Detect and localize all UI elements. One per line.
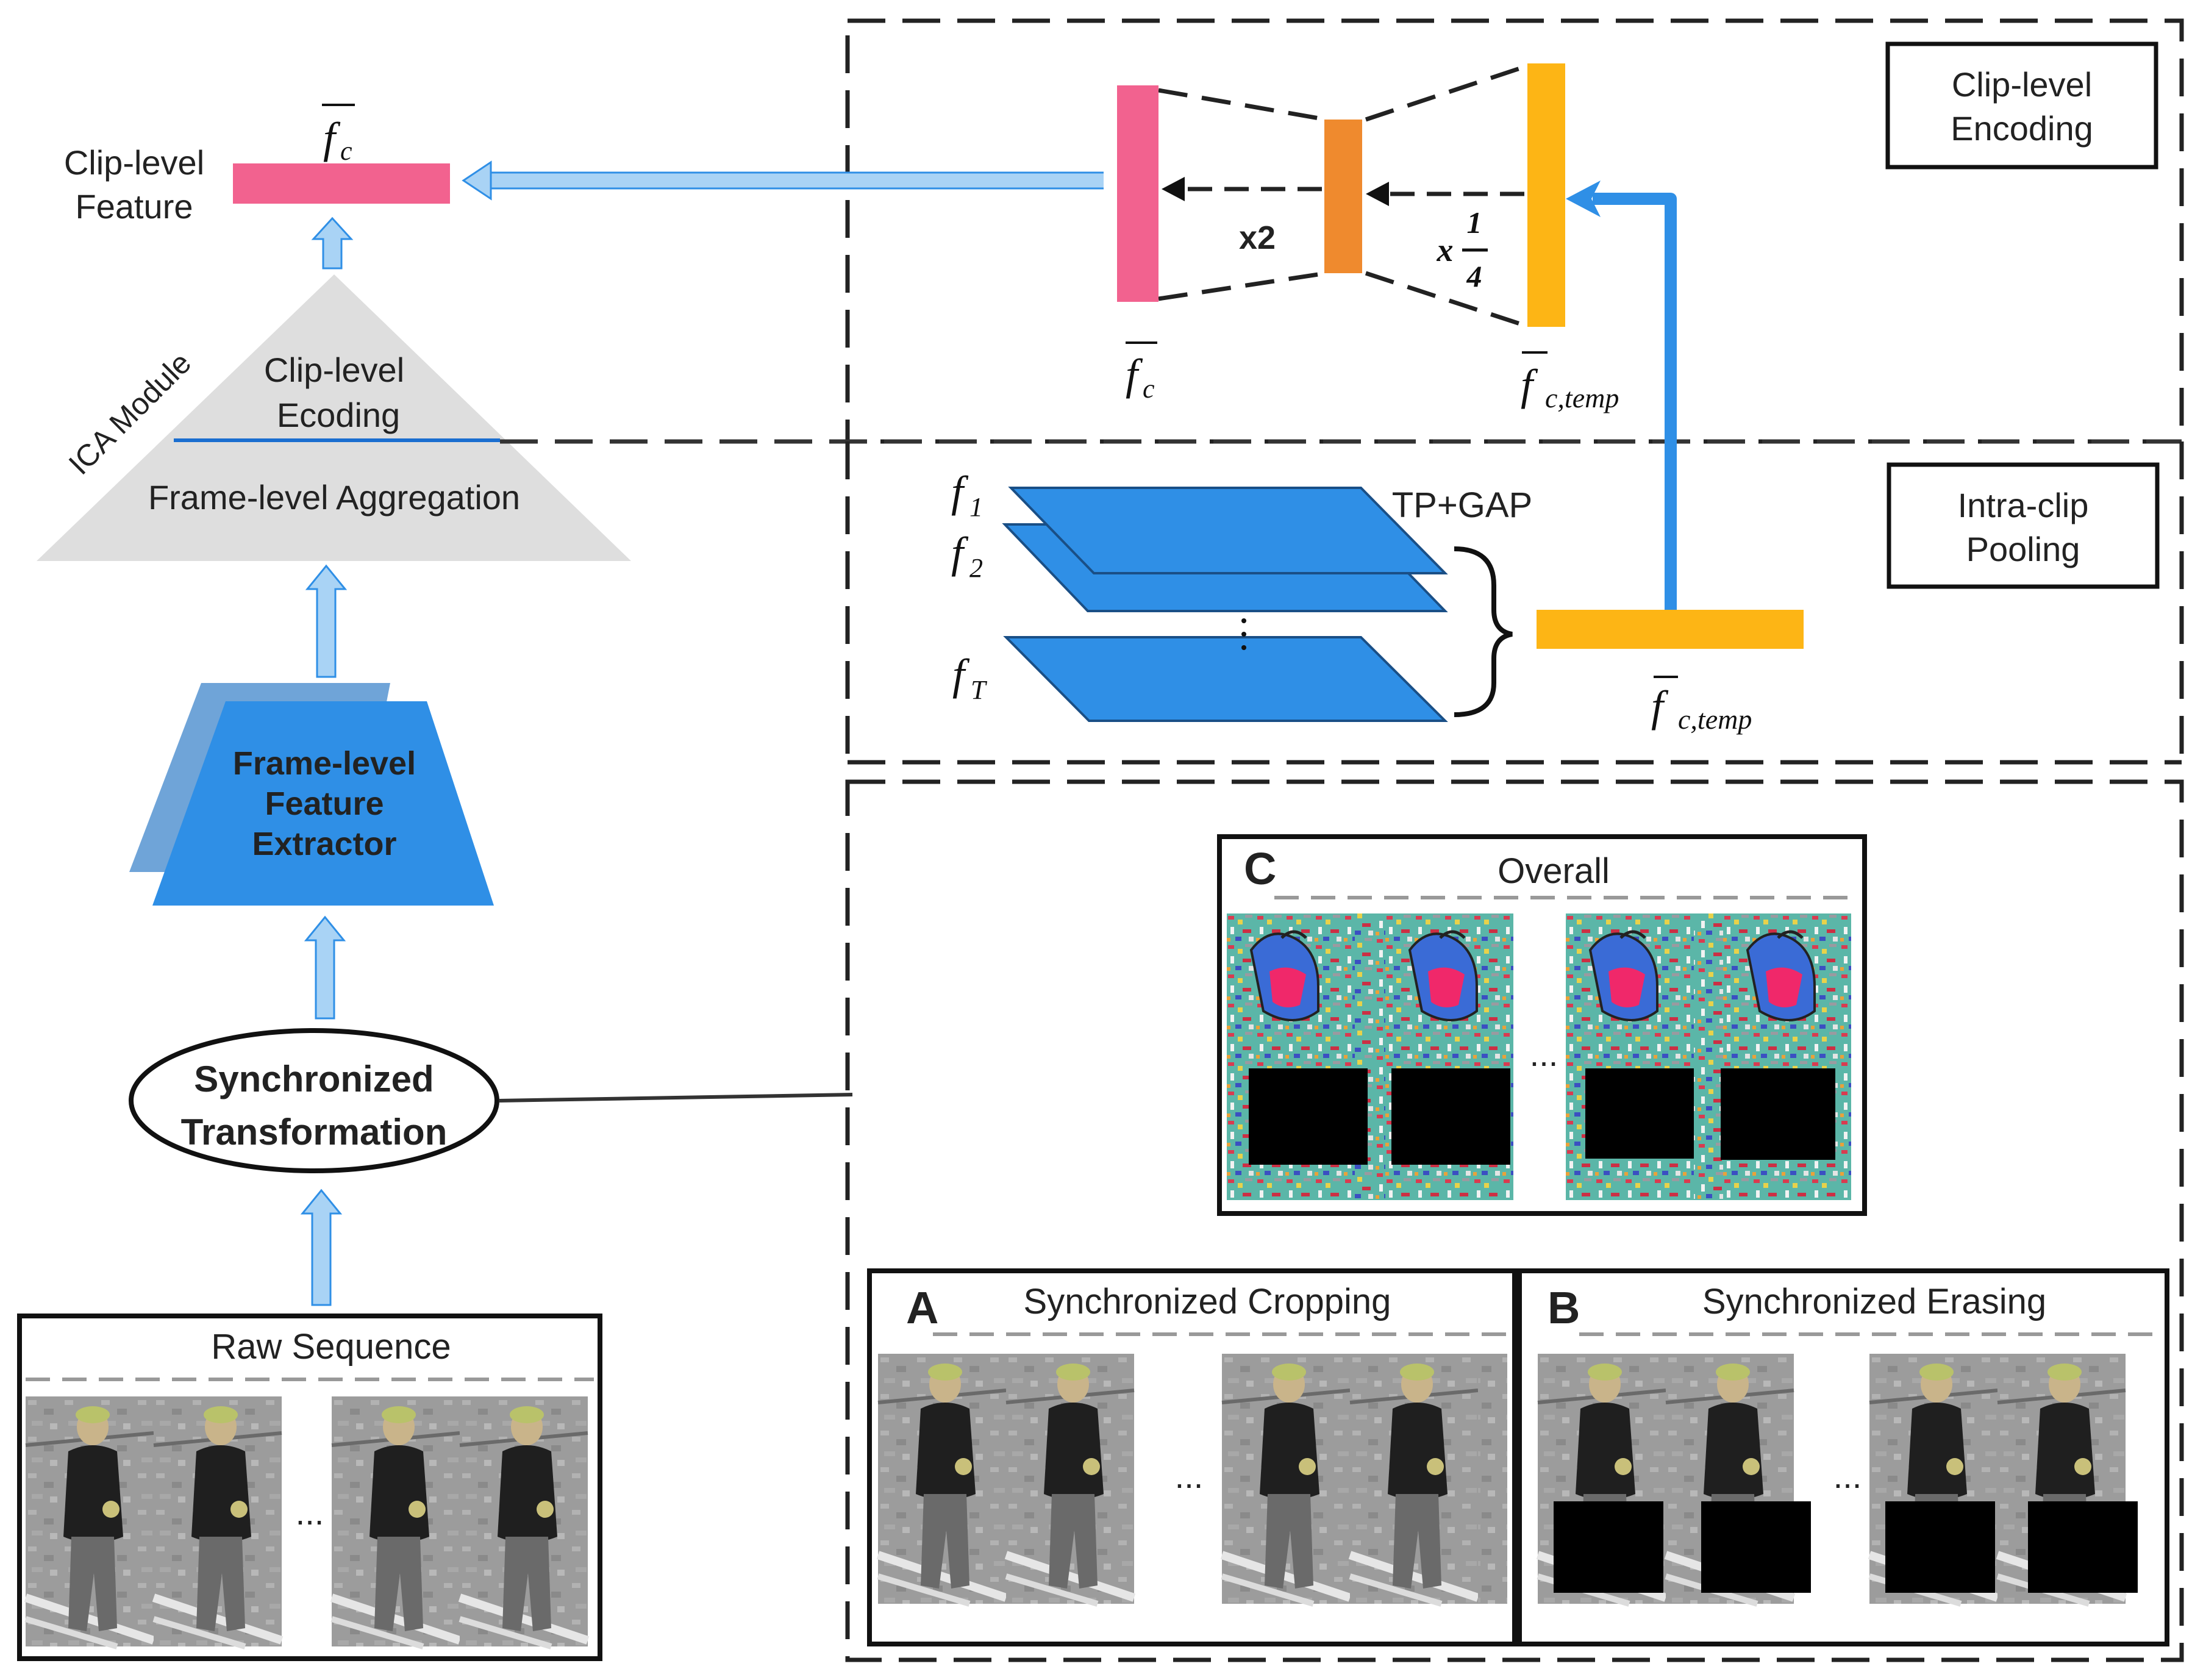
encoding-mid-bar	[1324, 120, 1362, 273]
pool-ftemp-subscript: c,temp	[1678, 704, 1752, 735]
raw-ellipsis: ...	[296, 1493, 324, 1532]
enc-ftemp-subscript: c,temp	[1545, 382, 1619, 413]
f1-subscript: 1	[969, 492, 983, 522]
overall-ellipsis: ...	[1530, 1035, 1558, 1073]
scale-quarter-num: 1	[1467, 206, 1482, 240]
pooling-label-line2: Pooling	[1966, 530, 2080, 568]
pooling-label-box	[1887, 462, 2160, 589]
synchronized-transformation	[129, 1028, 499, 1173]
panel-a-letter: A	[906, 1282, 938, 1333]
erase-block-2	[1391, 1068, 1510, 1165]
pooling-brace	[1454, 546, 1513, 717]
scale-quarter-x: x	[1437, 232, 1454, 268]
pooling-label-line1: Intra-clip	[1958, 486, 2089, 524]
f2-subscript: 2	[969, 553, 983, 583]
enc-fc-subscript: c	[1143, 374, 1155, 404]
raw-frame-2	[154, 1396, 282, 1646]
light-arrow-head	[462, 160, 492, 201]
sync-line2: Transformation	[181, 1112, 448, 1153]
raw-sequence-title: Raw Sequence	[211, 1327, 451, 1367]
extractor-line1: Frame-level	[233, 745, 416, 782]
erase-b-block-1	[1554, 1501, 1663, 1593]
fc-symbol: f	[323, 113, 341, 162]
panel-c-title: Overall	[1498, 851, 1610, 891]
frame-aggregation-label: Frame-level Aggregation	[148, 478, 520, 517]
extractor-line3: Extractor	[252, 826, 396, 862]
ica-module-triangle	[37, 274, 631, 561]
fT-subscript: T	[971, 675, 988, 705]
sync-connector	[498, 1093, 853, 1103]
crop-frame-1	[878, 1354, 1006, 1604]
scale-quarter-den: 4	[1466, 259, 1482, 293]
clip-feature-label-line2: Feature	[76, 187, 193, 226]
raw-frame-1	[26, 1396, 154, 1646]
panel-a-title: Synchronized Cropping	[1024, 1282, 1391, 1321]
feature-map-fT	[1003, 636, 1448, 722]
encoding-ftemp-bar	[1527, 63, 1565, 327]
crop-ellipsis: ...	[1175, 1457, 1204, 1495]
bottleneck-top-right	[1365, 63, 1529, 122]
map-dot-2	[1241, 632, 1246, 637]
augment-dashed-frame	[845, 779, 2184, 1662]
fT-symbol: f	[952, 650, 970, 699]
erase-b-block-2	[1701, 1501, 1811, 1593]
pool-to-encoding-arrowhead	[1566, 181, 1601, 217]
clip-level-feature-bar	[233, 163, 450, 204]
erase-ellipsis: ...	[1833, 1457, 1862, 1495]
pool-to-encoding-arrow	[1593, 193, 1677, 610]
clip-level-encoding-section: Clip-level Encoding x2 x 1 4 f c f c,tem…	[462, 18, 2184, 444]
encoding-label-box	[1885, 41, 2158, 170]
pooled-ftemp-bar	[1537, 610, 1804, 649]
clip-encoding-line1: Clip-level	[264, 351, 404, 389]
f1-symbol: f	[951, 467, 969, 516]
pool-ftemp-symbol: f	[1651, 682, 1669, 731]
panel-c-letter: C	[1244, 843, 1276, 894]
encoding-label-line1: Clip-level	[1952, 65, 2092, 104]
f2-symbol: f	[951, 528, 969, 577]
crop-frame-3	[1222, 1354, 1350, 1604]
arrow-up-to-ica	[305, 564, 348, 678]
extractor-line2: Feature	[265, 785, 384, 822]
dashed-arrow-x2-head	[1162, 177, 1185, 201]
augmentation-section: C Overall ... A Synchronized Cropping ..…	[845, 779, 2184, 1662]
arrow-up-to-sync	[300, 1189, 343, 1306]
map-dot-3	[1241, 645, 1246, 650]
arrow-up-to-extractor	[304, 915, 346, 1020]
erase-block-3	[1585, 1068, 1694, 1159]
frame-level-feature-extractor	[152, 701, 494, 906]
bottleneck-bottom-left	[1158, 271, 1327, 301]
raw-frame-3	[332, 1396, 460, 1646]
map-dot-1	[1241, 618, 1246, 623]
panel-b-letter: B	[1548, 1282, 1580, 1333]
crop-frame-4-pad	[1478, 1354, 1507, 1604]
panel-b-title: Synchronized Erasing	[1702, 1282, 2046, 1321]
encoding-fc-bar	[1117, 85, 1158, 302]
erase-block-1	[1249, 1068, 1368, 1165]
feature-map-f1	[1008, 487, 1448, 574]
enc-ftemp-symbol: f	[1521, 360, 1538, 409]
erase-block-4	[1721, 1068, 1835, 1160]
arrow-up-to-feature	[311, 216, 354, 270]
dashed-arrow-quarter-head	[1366, 182, 1389, 206]
clip-feature-label-line1: Clip-level	[64, 143, 204, 182]
bottleneck-bottom-right	[1365, 271, 1529, 329]
crop-frame-4	[1350, 1354, 1478, 1604]
overall-frame-4-edge	[1694, 913, 1723, 1200]
sync-line1: Synchronized	[194, 1059, 434, 1099]
intra-clip-pooling-section: Intra-clip Pooling f 1 f 2 f T TP+GAP f …	[845, 181, 2184, 765]
erase-b-block-3	[1885, 1501, 1995, 1593]
crop-frame-2	[1006, 1354, 1134, 1604]
raw-frame-4	[460, 1396, 588, 1646]
encoding-label-line2: Encoding	[1951, 109, 2093, 148]
erase-b-block-4	[2028, 1501, 2138, 1593]
bottleneck-top-left	[1158, 88, 1327, 122]
scale-x2-label: x2	[1239, 220, 1276, 256]
left-pipeline: Clip-level Feature f c ICA Module Clip-l…	[17, 104, 853, 1661]
tp-gap-label: TP+GAP	[1392, 485, 1532, 525]
fc-subscript: c	[340, 136, 352, 166]
enc-fc-symbol: f	[1126, 350, 1143, 399]
clip-encoding-line2: Ecoding	[277, 396, 400, 434]
